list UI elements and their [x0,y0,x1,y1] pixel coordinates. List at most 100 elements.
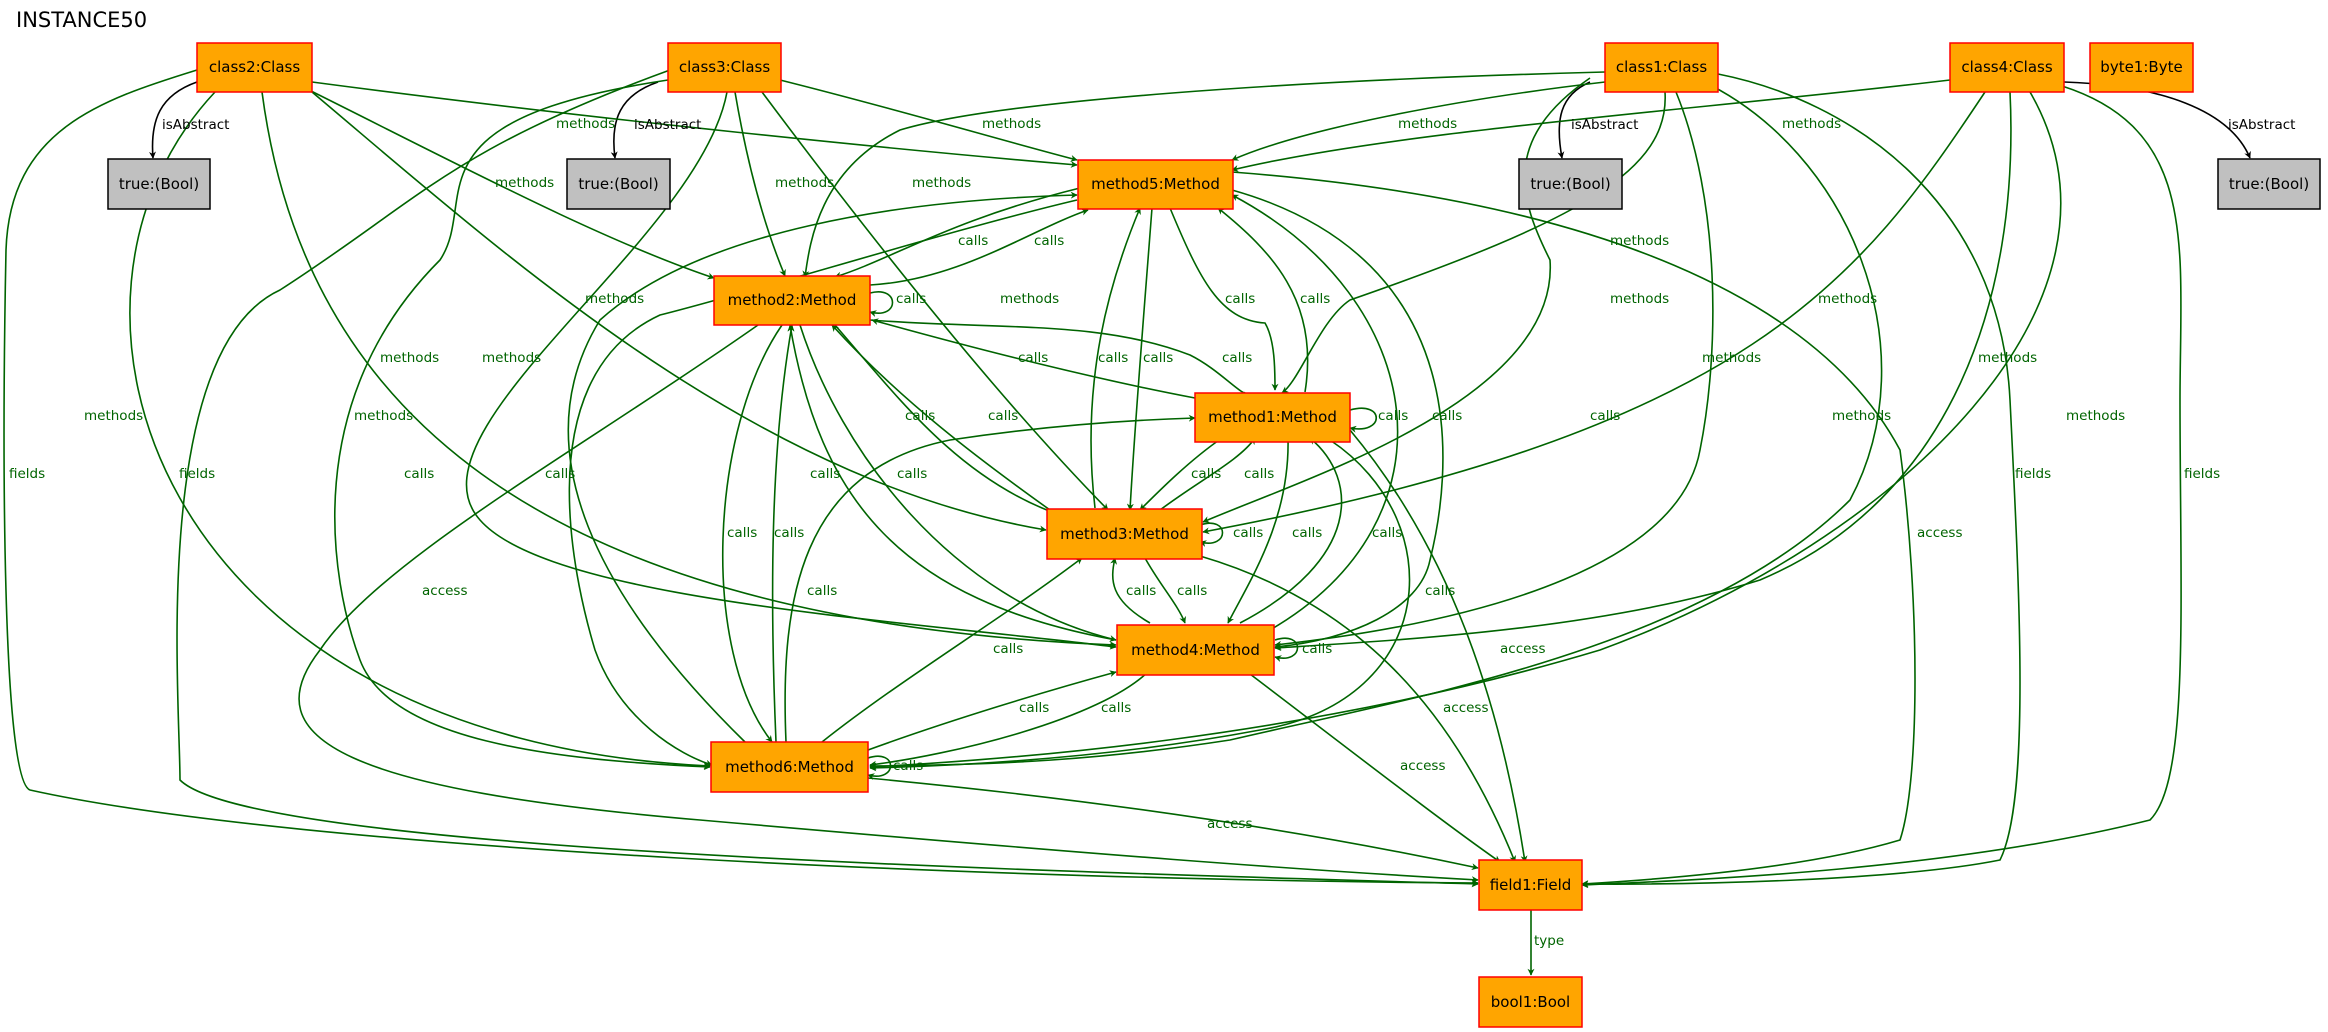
edge-label-methods: methods [1610,233,1669,249]
node-true-class1[interactable]: true:(Bool) [1518,158,1623,210]
edge-label-fields: fields [179,466,215,482]
node-method5[interactable]: method5:Method [1077,159,1234,210]
edge-class4-isabstract [2063,81,2251,159]
edge-class3-isabstract [610,81,659,159]
node-byte1[interactable]: byte1:Byte [2089,42,2194,93]
edge-method2-method6 [721,324,783,743]
edge-method3-method5 [1090,207,1141,509]
edge-method5-field1 [1231,171,1916,888]
edge-method5-method1 [1169,207,1279,391]
edge-label-methods: methods [775,175,834,191]
edge-label-methods: methods [1610,291,1669,307]
edge-method1-self [1349,407,1377,433]
node-method4[interactable]: method4:Method [1116,624,1275,676]
edge-label-calls: calls [1378,408,1408,424]
edge-class2-isabstract [149,81,198,159]
edge-class1-method3 [1202,77,1591,523]
edge-label-methods: methods [1702,350,1761,366]
edge-method1-method2 [871,318,1196,399]
edge-label-isabstract: isAbstract [2228,117,2295,133]
edge-label-calls: calls [1177,583,1207,599]
node-bool1[interactable]: bool1:Bool [1478,976,1583,1028]
edge-method4-method6 [869,669,1151,768]
edge-method6-method3 [821,557,1083,743]
edge-label-access: access [1500,641,1546,657]
node-true-class4[interactable]: true:(Bool) [2217,158,2321,210]
node-class3[interactable]: class3:Class [667,42,782,93]
edge-class3-method2 [734,91,786,277]
edge-method3-self [1199,522,1224,547]
edge-label-access: access [1400,758,1446,774]
edge-label-calls: calls [1126,583,1156,599]
svg-text:method1:Method: method1:Method [1208,408,1337,426]
edge-label-methods: methods [982,116,1041,132]
edge-class1-isabstract [1557,81,1591,159]
edge-label-methods: methods [482,350,541,366]
svg-text:true:(Bool): true:(Bool) [1530,175,1610,193]
edge-method2-method4 [799,324,1117,642]
edge-method2-method5 [869,208,1089,286]
node-class4[interactable]: class4:Class [1949,42,2065,93]
edge-class1-method2 [802,71,1606,278]
edge-label-calls: calls [1101,700,1131,716]
edge-method4-self [1274,637,1299,662]
edge-label-isabstract: isAbstract [1571,117,1638,133]
edge-class1-method5 [1231,81,1606,161]
edge-label-calls: calls [958,233,988,249]
edge-label-calls: calls [1191,466,1221,482]
svg-text:bool1:Bool: bool1:Bool [1491,993,1570,1011]
edge-class3-method5 [779,79,1078,162]
edge-label-methods: methods [1818,291,1877,307]
edge-label-methods: methods [2066,408,2125,424]
svg-text:true:(Bool): true:(Bool) [2229,175,2309,193]
node-true-class3[interactable]: true:(Bool) [566,158,671,210]
node-class2[interactable]: class2:Class [196,42,313,93]
svg-text:method2:Method: method2:Method [728,291,857,309]
edge-method4-method1 [1239,437,1343,624]
edge-label-calls: calls [1222,350,1252,366]
edge-class4-method4 [1274,91,2012,652]
node-method6[interactable]: method6:Method [710,741,869,793]
edge-method3-method2 [831,324,1051,511]
edge-label-calls: calls [1432,408,1462,424]
edge-label-calls: calls [1018,350,1048,366]
edge-label-calls: calls [1233,525,1263,541]
edge-label-calls: calls [1302,641,1332,657]
edge-label-calls: calls [1425,583,1455,599]
edge-label-calls: calls [1244,466,1274,482]
node-true-class2[interactable]: true:(Bool) [107,158,211,210]
edge-class4-method6 [869,91,2062,771]
edge-method4-method2 [787,324,1117,641]
edge-class3-method3 [761,91,1109,511]
edge-class1-method1 [1281,91,1666,394]
edge-method6-method1 [784,414,1196,743]
svg-text:class3:Class: class3:Class [679,58,770,76]
edge-label-calls: calls [1143,350,1173,366]
node-method2[interactable]: method2:Method [713,275,871,326]
svg-text:method3:Method: method3:Method [1060,525,1189,543]
edge-method6-method2 [771,324,795,743]
svg-text:field1:Field: field1:Field [1490,876,1572,894]
svg-text:method6:Method: method6:Method [725,758,854,776]
edge-label-calls: calls [774,525,804,541]
edge-label-isabstract: isAbstract [634,117,701,133]
node-class1[interactable]: class1:Class [1604,42,1719,93]
node-field1[interactable]: field1:Field [1478,859,1583,911]
svg-text:true:(Bool): true:(Bool) [119,175,199,193]
node-method1[interactable]: method1:Method [1194,392,1351,443]
edge-method2-field1 [298,324,1479,884]
edge-label-calls: calls [1590,408,1620,424]
edge-label-calls: calls [905,408,935,424]
svg-text:true:(Bool): true:(Bool) [578,175,658,193]
edge-method4-field1 [1249,673,1501,863]
edge-label-access: access [1917,525,1963,541]
svg-text:class4:Class: class4:Class [1961,58,2052,76]
edge-label-methods: methods [380,350,439,366]
svg-text:byte1:Byte: byte1:Byte [2100,58,2182,76]
node-method3[interactable]: method3:Method [1046,508,1203,560]
edge-method2-method1 [869,319,1251,399]
edge-method6-self [867,755,892,780]
edge-class1-method4 [1274,91,1714,648]
edge-label-calls: calls [993,641,1023,657]
edge-label-methods: methods [1000,291,1059,307]
